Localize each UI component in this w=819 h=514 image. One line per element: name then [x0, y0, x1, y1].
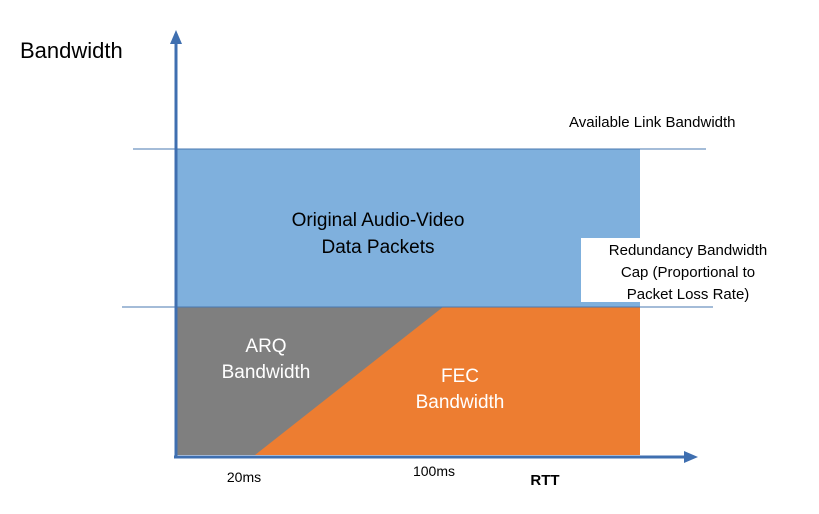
- x-tick-label-100ms: 100ms: [413, 463, 455, 479]
- y-axis-arrow-icon: [170, 30, 182, 44]
- redundancy-cap-label-line1: Redundancy Bandwidth: [609, 242, 767, 259]
- fec-region-label-line1: FEC: [441, 366, 479, 387]
- available-link-bandwidth-label: Available Link Bandwidth: [569, 114, 736, 131]
- x-axis-arrow-icon: [684, 451, 698, 463]
- original-region-label-line1: Original Audio-Video: [292, 210, 465, 231]
- arq-region-label-line1: ARQ: [245, 336, 286, 357]
- redundancy-cap-label-line3: Packet Loss Rate): [627, 286, 750, 303]
- arq-region-label-line2: Bandwidth: [222, 362, 311, 383]
- x-axis-label: RTT: [530, 472, 559, 489]
- x-tick-label-20ms: 20ms: [227, 469, 261, 485]
- original-data-region: [176, 149, 640, 307]
- redundancy-cap-label-line2: Cap (Proportional to: [621, 264, 755, 281]
- redundancy-label-box: [581, 238, 781, 302]
- arq-bandwidth-region: [176, 307, 443, 455]
- fec-region-label-line2: Bandwidth: [416, 392, 505, 413]
- y-axis-label: Bandwidth: [20, 38, 123, 63]
- original-region-label-line2: Data Packets: [322, 237, 435, 258]
